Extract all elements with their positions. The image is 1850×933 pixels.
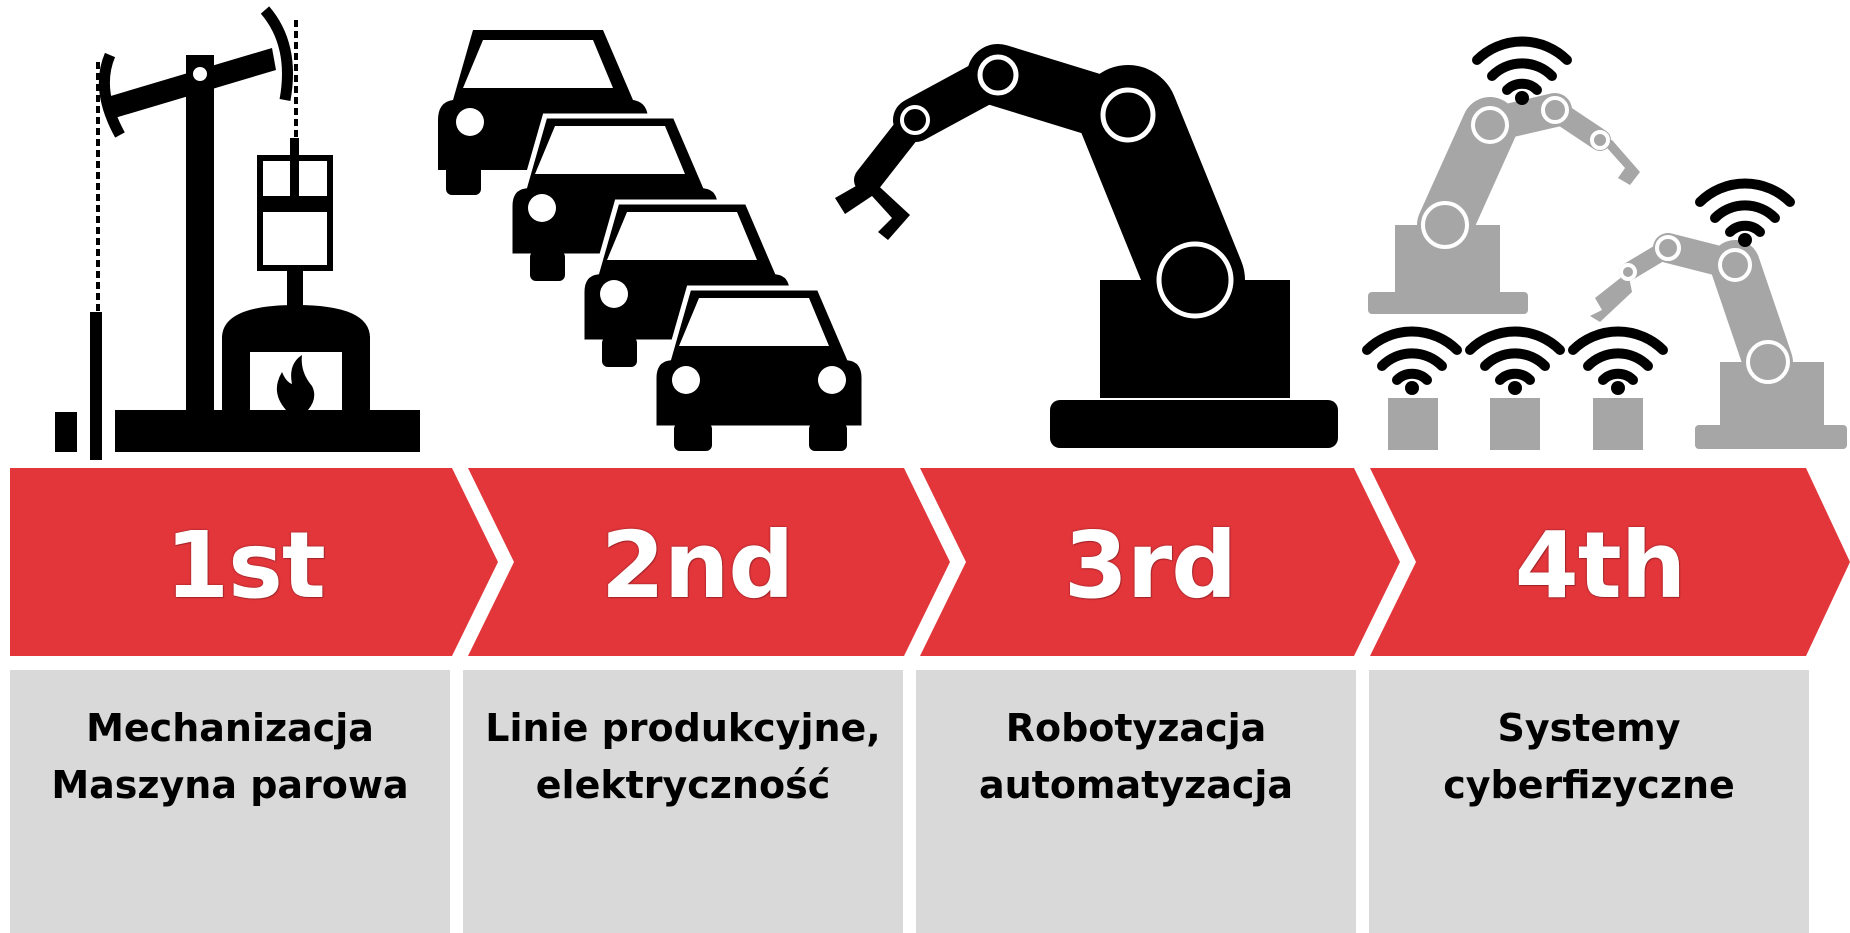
assembly-line-cars-icon (438, 30, 867, 451)
stage-3-description: Robotyzacja automatyzacja (978, 706, 1294, 807)
wifi-icon (1362, 326, 1462, 395)
stage-2-label: 2nd (600, 512, 794, 619)
arrow-segment-4 (1370, 468, 1850, 656)
stage-4-description: Systemy cyberfizyczne (1443, 706, 1735, 807)
stage-1-label: 1st (165, 512, 326, 619)
arrow-segment-3 (920, 468, 1400, 656)
stage-3-label: 3rd (1063, 512, 1237, 619)
wifi-icon (1465, 326, 1565, 395)
wifi-icon (1568, 326, 1668, 395)
arrow-segment-2 (468, 468, 950, 656)
steam-engine-icon (55, 6, 420, 460)
wifi-icon (1695, 178, 1795, 247)
stage-1-description: Mechanizacja Maszyna parowa (51, 706, 409, 807)
wifi-icon (1472, 36, 1572, 105)
arrow-segment-1 (10, 468, 498, 656)
stage-2-description-box (463, 670, 903, 933)
stage-2-description: Linie produkcyjne, elektryczność (485, 706, 881, 807)
stage-3-description-box (916, 670, 1356, 933)
stage-4-label: 4th (1514, 512, 1687, 619)
stage-4-description-box (1369, 670, 1809, 933)
robot-arm-icon (835, 44, 1338, 448)
connected-robots-icon (1362, 36, 1847, 450)
stage-1-description-box (10, 670, 450, 933)
